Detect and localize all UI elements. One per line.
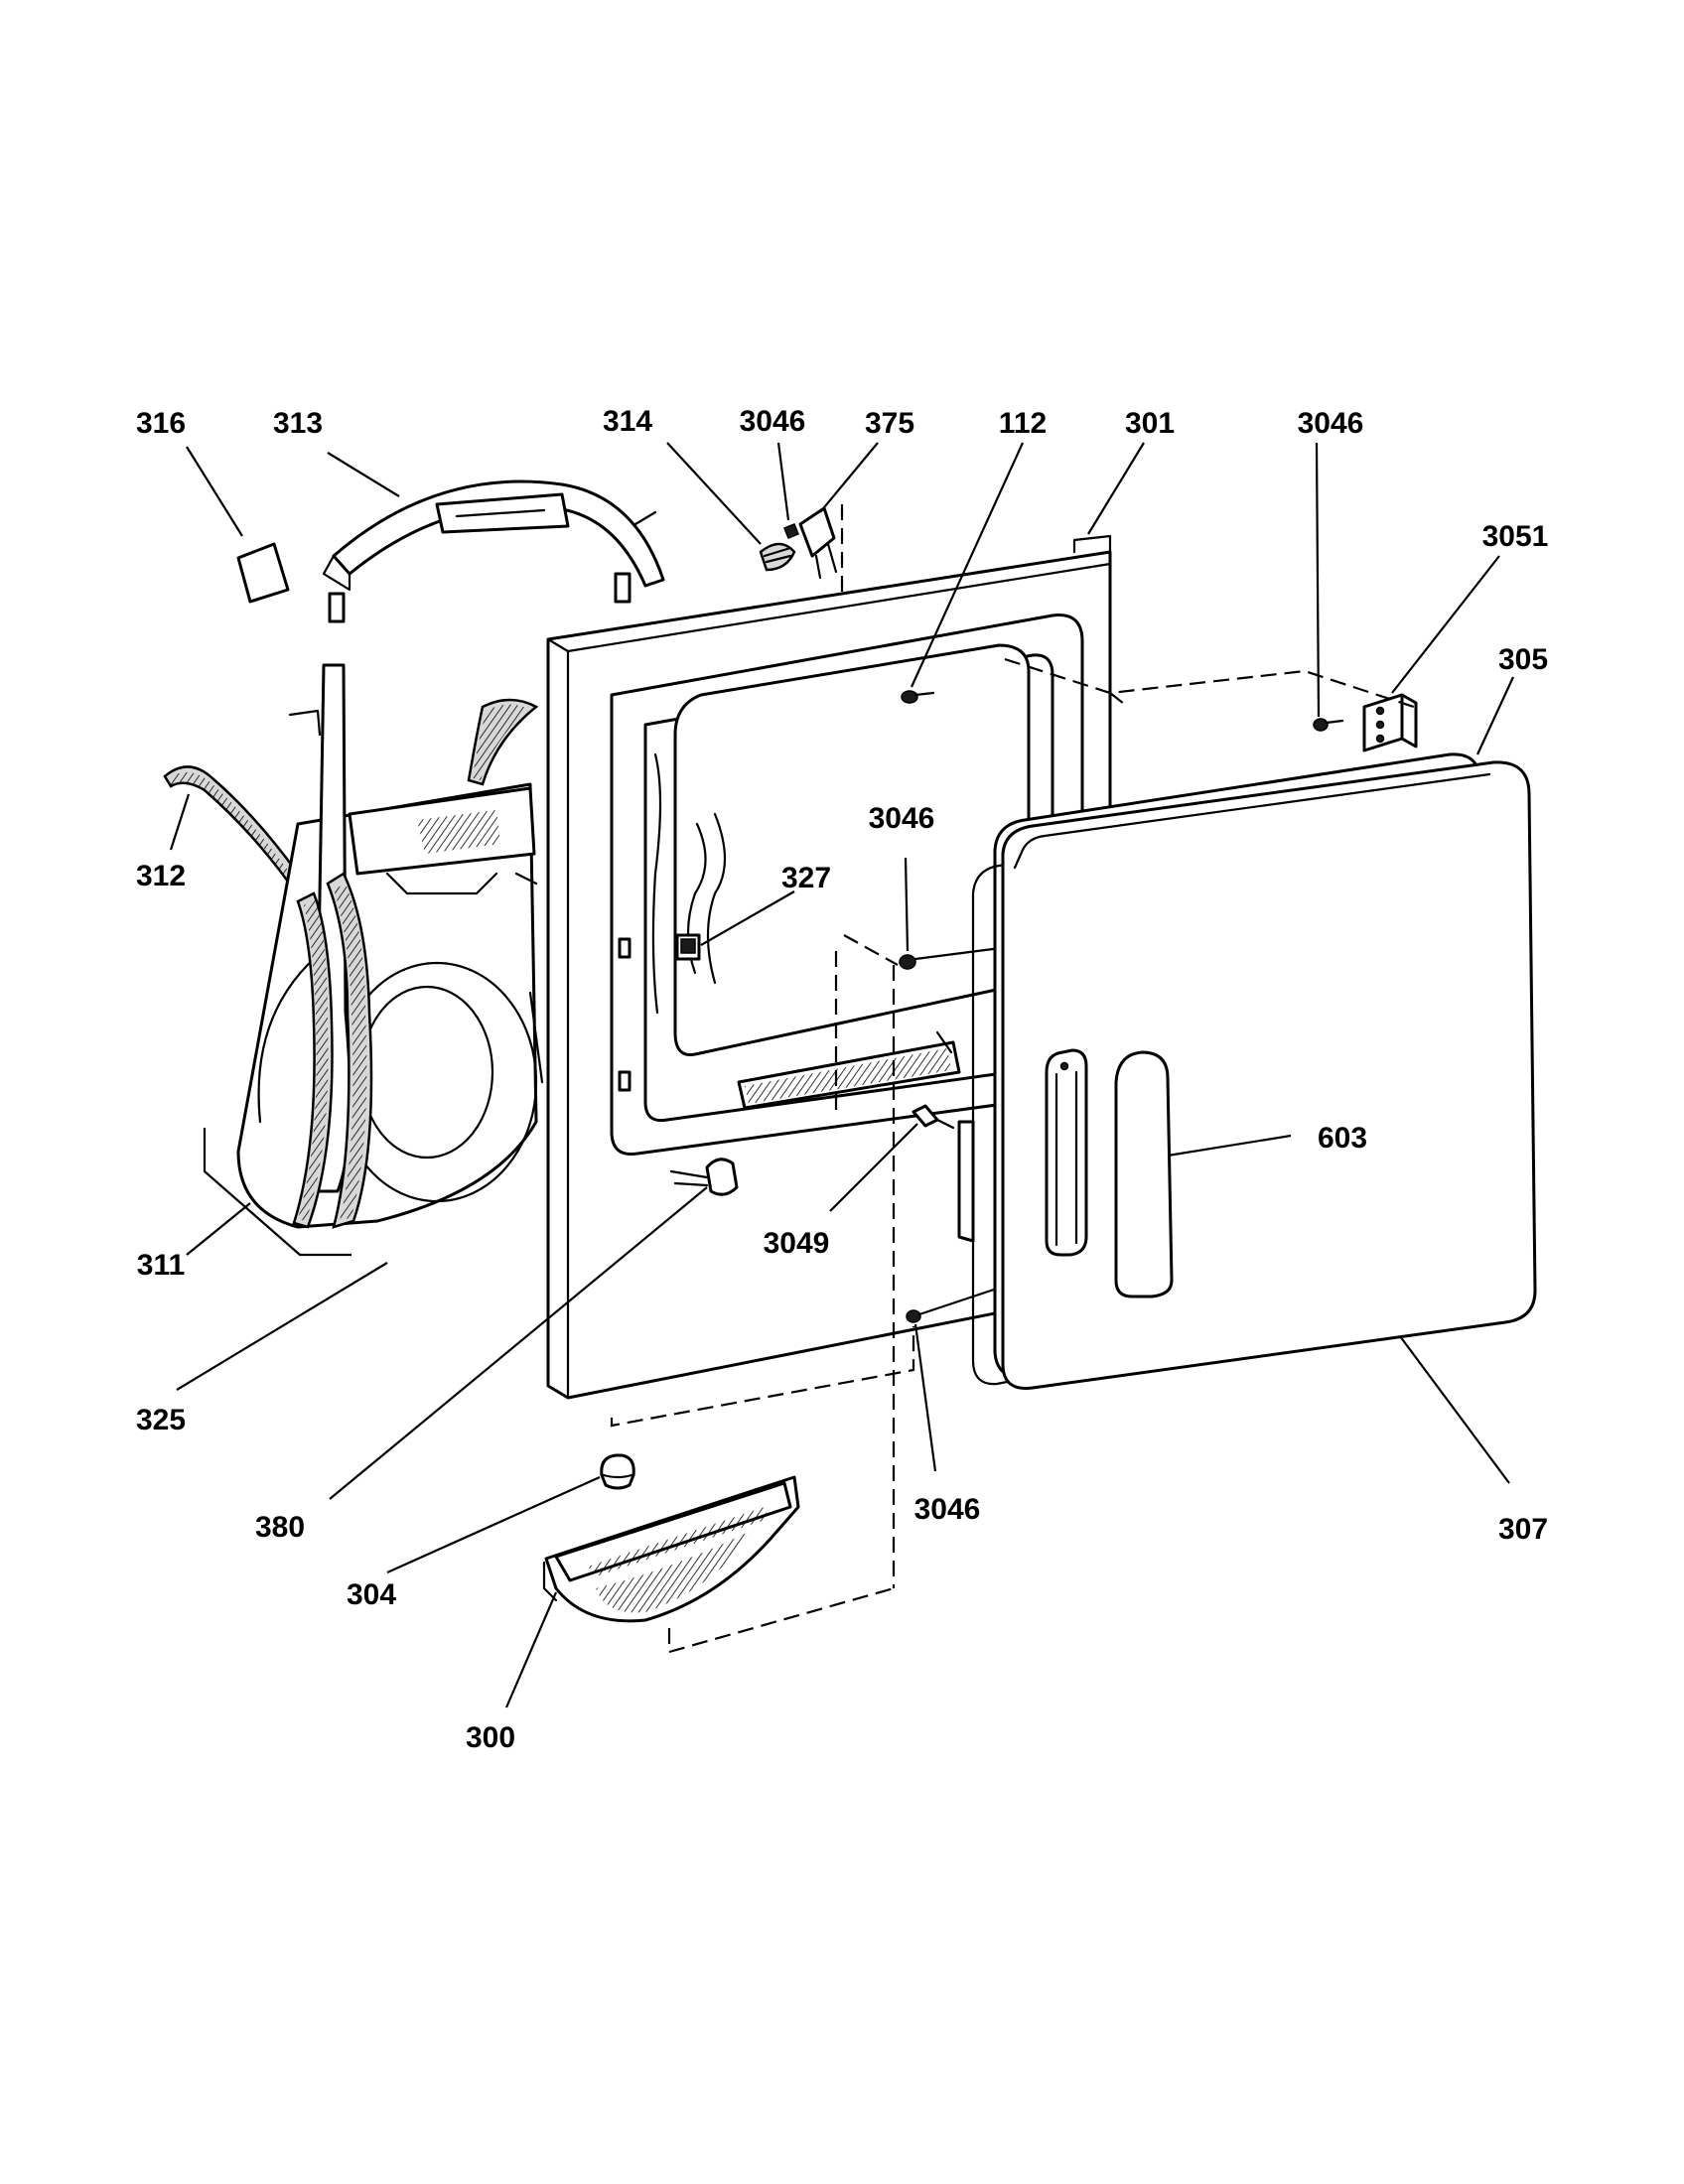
leader-314 [666,442,762,545]
callout-313: 313 [273,407,323,440]
part-603-door-handle [1114,1050,1174,1298]
leader-304 [386,1475,601,1574]
part-3051-hinge [1362,693,1418,752]
part-307-door-panel [1001,760,1537,1390]
callout-314: 314 [603,405,652,438]
part-375-lamp-socket [798,506,838,580]
leader-327 [700,890,795,946]
callout-311: 311 [137,1249,185,1282]
callout-3046-right: 3046 [1298,407,1364,440]
callout-112: 112 [999,407,1047,440]
callout-304: 304 [347,1578,396,1611]
callout-603: 603 [1318,1122,1367,1155]
callout-380: 380 [255,1511,305,1544]
callout-312: 312 [136,860,186,892]
leader-313 [327,452,400,497]
callout-316: 316 [136,407,186,440]
callout-307: 307 [1498,1513,1548,1546]
callout-325: 325 [136,1404,186,1436]
part-311-drum-bulkhead [236,782,544,1229]
leader-lines [169,442,1514,1708]
callout-3046-mid: 3046 [869,802,935,835]
callout-3046-top: 3046 [740,405,806,438]
part-314-lamp [759,542,796,572]
part-3046-right-screw [1313,718,1344,732]
leader-301 [1087,442,1145,535]
callout-300: 300 [466,1721,515,1754]
leader-380 [329,1186,708,1500]
callout-3046-bottom: 3046 [914,1493,981,1526]
leader-300 [504,1591,558,1708]
leader-3046-bottom [913,1323,937,1472]
callout-305: 305 [1498,643,1548,676]
callout-3051: 3051 [1482,520,1549,553]
part-300-lint-filter [542,1475,800,1623]
part-3046-top-screw [783,523,799,539]
callout-327: 327 [781,862,831,894]
leader-3051 [1391,555,1500,694]
leader-311 [186,1202,251,1256]
leader-312 [169,793,191,851]
leader-3046-top [776,442,790,521]
leader-305 [1476,676,1514,755]
part-3046-mid-screw [899,947,995,970]
leader-603 [1167,1134,1292,1158]
part-380-door-switch [669,1158,739,1196]
part-327-switch [675,933,701,961]
part-3049-clip [912,1104,955,1130]
leader-3046-right [1315,442,1321,718]
part-316-label-strip [236,542,290,604]
leader-112 [910,442,1025,688]
callout-3049: 3049 [764,1227,830,1260]
leader-307 [1399,1335,1510,1484]
part-3046-bottom-screw [906,1285,1005,1323]
leader-3046-mid [904,857,910,952]
leader-375 [819,442,879,513]
leader-3049 [829,1123,918,1212]
part-325-drum-seal [288,663,373,1229]
leader-316 [186,446,243,537]
callout-labels: 316 313 314 3046 375 112 301 3046 3051 3… [136,405,1548,1754]
leader-325 [176,1262,388,1391]
callout-375: 375 [865,407,914,440]
part-112-screw [901,690,935,704]
part-313-bearing-arc [322,479,665,623]
part-304-foot [600,1453,635,1490]
callout-301: 301 [1125,407,1175,440]
